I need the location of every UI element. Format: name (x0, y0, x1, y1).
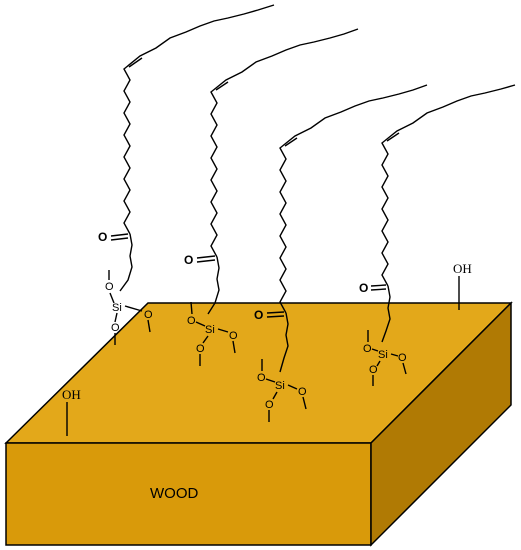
hydroxyl-label: OH (62, 387, 81, 402)
oxygen-atom: O (111, 322, 120, 334)
si-o-bond (202, 335, 209, 344)
oxygen-atom: O (229, 330, 238, 342)
cis-double-bond (284, 137, 298, 147)
si-o-bond (390, 353, 399, 357)
silicon-atom: Si (378, 349, 388, 361)
methyl-bond (302, 396, 307, 410)
methyl-bond (232, 340, 236, 354)
silane-molecule-1: O Si O O O (98, 4, 275, 345)
carbonyl-oxygen: O (98, 230, 107, 244)
carbonyl-oxygen: O (184, 253, 193, 267)
wood-label: WOOD (150, 485, 198, 502)
si-o-bond (265, 378, 276, 383)
cis-double-bond (215, 81, 229, 91)
surface-hydroxyl: OH (62, 387, 81, 436)
carbonyl-oxygen: O (359, 281, 368, 295)
oxygen-atom: O (105, 281, 114, 293)
carbonyl-bond (266, 311, 285, 314)
alkyl-tail (279, 84, 428, 314)
alkyl-tail (210, 28, 359, 258)
wood-side-face (370, 301, 512, 547)
hydroxyl-label: OH (453, 261, 472, 276)
si-o-bond (272, 391, 278, 400)
oxygen-atom: O (187, 315, 196, 327)
si-o-bond (217, 328, 229, 333)
wood-block: WOOD (4, 301, 513, 547)
linker-chain (207, 256, 220, 315)
carbonyl-double (110, 237, 129, 241)
carbonyl-bond (370, 284, 387, 287)
oxygen-atom: O (265, 399, 274, 411)
si-o-bond (195, 321, 206, 327)
linker-chain (279, 312, 289, 373)
oxygen-atom: O (398, 352, 407, 364)
silane-molecule-4: O Si O O O (359, 84, 516, 386)
cis-double-bond (386, 132, 400, 142)
surface-hydroxyl: OH (453, 261, 472, 310)
silicon-atom: Si (205, 324, 215, 336)
carbonyl-double (370, 288, 387, 291)
carbonyl-bond (110, 233, 129, 237)
alkyl-tail (381, 84, 516, 287)
silicon-atom: Si (112, 302, 122, 314)
carbonyl-oxygen: O (254, 308, 263, 322)
oxygen-atom: O (363, 343, 372, 355)
linker-chain (119, 233, 133, 292)
si-o-bond (376, 360, 381, 367)
silane-molecule-2: O Si O O O (184, 28, 359, 366)
oxygen-atom: O (196, 343, 205, 355)
carbonyl-bond (196, 255, 216, 259)
oxygen-atom: O (144, 309, 153, 321)
methyl-bond (402, 362, 407, 375)
silicon-atom: Si (275, 380, 285, 392)
carbonyl-double (266, 315, 285, 318)
cis-double-bond (128, 57, 143, 68)
si-o-bond (371, 348, 379, 352)
si-o-bond (287, 384, 298, 390)
methyl-bond (190, 301, 193, 315)
linker-chain (381, 285, 391, 343)
oxygen-atom: O (257, 372, 266, 384)
si-o-bond (109, 292, 115, 304)
si-o-bond (124, 305, 143, 312)
silane-molecule-3: O Si O O O (254, 84, 428, 422)
carbonyl-double (196, 259, 216, 263)
methyl-bond (147, 319, 151, 333)
alkyl-tail (123, 4, 275, 235)
si-o-bond (114, 312, 118, 323)
oxygen-atom: O (298, 386, 307, 398)
oxygen-atom: O (369, 364, 378, 376)
